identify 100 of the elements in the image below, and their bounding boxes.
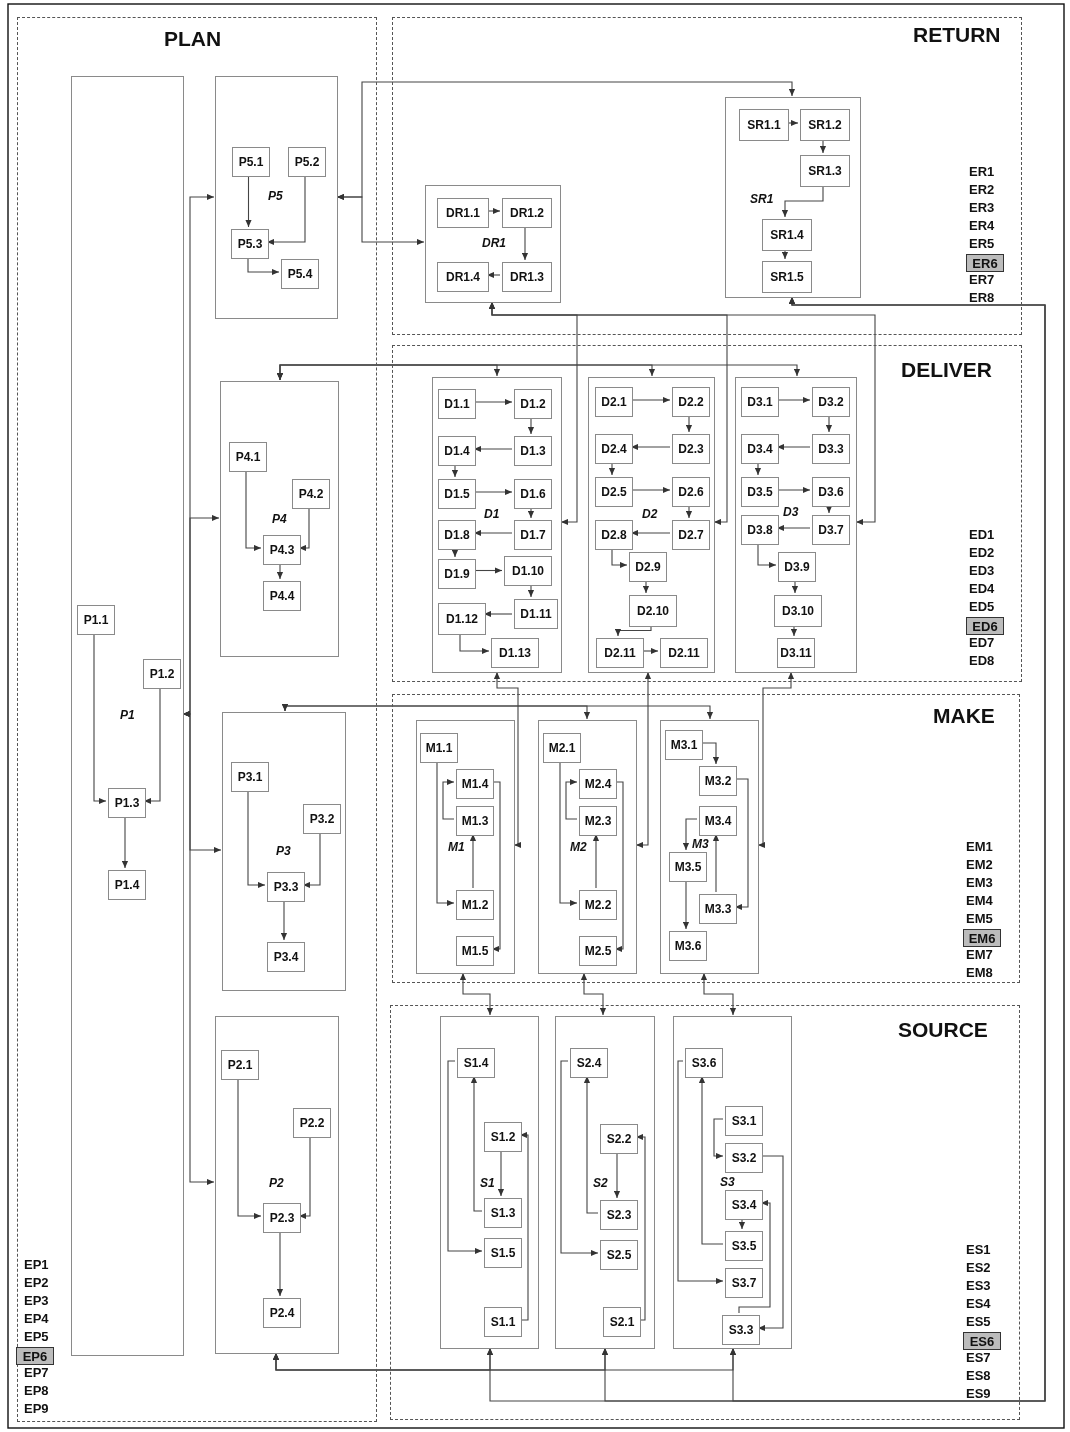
group-label: D3 bbox=[783, 505, 799, 519]
process-step-box: P4.2 bbox=[292, 479, 330, 509]
metric-label: EP1 bbox=[24, 1257, 49, 1273]
connector-arrow bbox=[713, 1118, 724, 1160]
metric-label: ED3 bbox=[969, 563, 995, 579]
process-step-box: M2.2 bbox=[579, 890, 617, 920]
process-group-box bbox=[432, 377, 562, 673]
metric-label: EP2 bbox=[24, 1275, 49, 1291]
metric-label: EP3 bbox=[24, 1293, 49, 1309]
metric-label: EM8 bbox=[966, 965, 993, 981]
process-step-box: M1.1 bbox=[420, 733, 458, 763]
process-step-box: D2.8 bbox=[595, 520, 633, 550]
process-step-box: SR1.5 bbox=[762, 261, 812, 293]
process-step-box: P3.4 bbox=[267, 942, 305, 972]
connector-arrow bbox=[729, 296, 1046, 1402]
process-step-box: SR1.3 bbox=[800, 155, 850, 187]
process-step-box: D1.9 bbox=[438, 559, 476, 589]
process-step-box: D3.5 bbox=[741, 477, 779, 507]
process-step-box: D1.4 bbox=[438, 436, 476, 466]
process-step-box: P5.2 bbox=[288, 147, 326, 177]
process-step-box: M1.2 bbox=[456, 890, 494, 920]
highlighted-metric-box: EM6 bbox=[963, 929, 1001, 947]
process-step-box: D3.9 bbox=[778, 552, 816, 582]
metric-label: EP7 bbox=[24, 1365, 49, 1381]
process-step-box: S1.5 bbox=[484, 1238, 522, 1268]
metric-label: ES8 bbox=[966, 1368, 991, 1384]
process-area-panel bbox=[17, 17, 377, 1422]
process-step-box: D3.11 bbox=[777, 638, 815, 668]
connector-arrow bbox=[677, 1060, 724, 1285]
metric-label: ES2 bbox=[966, 1260, 991, 1276]
process-step-box: P1.1 bbox=[77, 605, 115, 635]
process-step-box: D3.4 bbox=[741, 434, 779, 464]
metric-label: ES4 bbox=[966, 1296, 991, 1312]
process-step-box: D3.3 bbox=[812, 434, 850, 464]
metric-label: ER8 bbox=[969, 290, 995, 306]
process-step-box: S1.4 bbox=[457, 1048, 495, 1078]
process-step-box: M1.4 bbox=[456, 769, 494, 799]
group-label: P4 bbox=[272, 512, 287, 526]
process-step-box: D2.2 bbox=[672, 387, 710, 417]
process-step-box: S3.3 bbox=[722, 1315, 760, 1345]
connector-arrow bbox=[281, 704, 714, 720]
connector-arrow bbox=[182, 710, 215, 1186]
process-step-box: D2.9 bbox=[629, 552, 667, 582]
process-step-box: D1.7 bbox=[514, 520, 552, 550]
highlighted-metric-box: ED6 bbox=[966, 617, 1004, 635]
process-area-panel bbox=[392, 345, 1022, 682]
group-label: P3 bbox=[276, 844, 291, 858]
connector-arrow bbox=[635, 671, 652, 849]
area-title: RETURN bbox=[913, 23, 1001, 47]
process-step-box: P1.4 bbox=[108, 870, 146, 900]
process-step-box: D1.11 bbox=[514, 599, 558, 629]
process-step-box: D3.8 bbox=[741, 515, 779, 545]
process-step-box: S3.7 bbox=[725, 1268, 763, 1298]
process-step-box: P3.2 bbox=[303, 804, 341, 834]
process-step-box: M1.3 bbox=[456, 806, 494, 836]
metric-label: EP5 bbox=[24, 1329, 49, 1345]
process-step-box: P2.2 bbox=[293, 1108, 331, 1138]
process-step-box: M3.4 bbox=[699, 806, 737, 836]
process-step-box: D3.6 bbox=[812, 477, 850, 507]
process-group-box bbox=[71, 76, 184, 1356]
process-step-box: S2.4 bbox=[570, 1048, 608, 1078]
connector-arrow bbox=[336, 193, 425, 246]
process-step-box: P4.3 bbox=[263, 535, 301, 565]
connector-arrow bbox=[272, 1347, 737, 1371]
highlighted-metric-box: EP6 bbox=[16, 1347, 54, 1365]
process-group-box bbox=[416, 720, 515, 974]
metric-label: ES9 bbox=[966, 1386, 991, 1402]
group-label: P5 bbox=[268, 189, 283, 203]
connector-arrow bbox=[682, 818, 698, 851]
process-step-box: D1.5 bbox=[438, 479, 476, 509]
metric-label: EM4 bbox=[966, 893, 993, 909]
highlighted-metric-box: ES6 bbox=[963, 1332, 1001, 1350]
process-step-box: M3.5 bbox=[669, 852, 707, 882]
process-step-box: D2.10 bbox=[629, 595, 677, 627]
process-step-box: P5.4 bbox=[281, 259, 319, 289]
area-title: DELIVER bbox=[901, 358, 992, 382]
connector-arrow bbox=[459, 972, 494, 1016]
process-step-box: D2.4 bbox=[595, 434, 633, 464]
process-group-box bbox=[725, 97, 861, 298]
process-step-box: SR1.4 bbox=[762, 219, 812, 251]
process-step-box: M3.3 bbox=[699, 894, 737, 924]
process-step-box: S1.1 bbox=[484, 1307, 522, 1337]
process-step-box: P4.4 bbox=[263, 581, 301, 611]
metric-label: ED5 bbox=[969, 599, 995, 615]
process-step-box: D2.11 bbox=[596, 638, 644, 668]
process-group-box bbox=[215, 76, 338, 319]
process-step-box: SR1.1 bbox=[739, 109, 789, 141]
process-step-box: M2.5 bbox=[579, 936, 617, 966]
process-area-panel bbox=[390, 1005, 1020, 1420]
process-step-box: D2.3 bbox=[672, 434, 710, 464]
metric-label: ER2 bbox=[969, 182, 995, 198]
process-step-box: S2.2 bbox=[600, 1124, 638, 1154]
metric-label: ED7 bbox=[969, 635, 995, 651]
metric-label: EM3 bbox=[966, 875, 993, 891]
metric-label: ES3 bbox=[966, 1278, 991, 1294]
process-step-box: D1.13 bbox=[491, 638, 539, 668]
group-label: P1 bbox=[120, 708, 135, 722]
area-title: SOURCE bbox=[898, 1018, 988, 1042]
process-step-box: P2.4 bbox=[263, 1298, 301, 1328]
connector-arrow bbox=[738, 1199, 771, 1314]
